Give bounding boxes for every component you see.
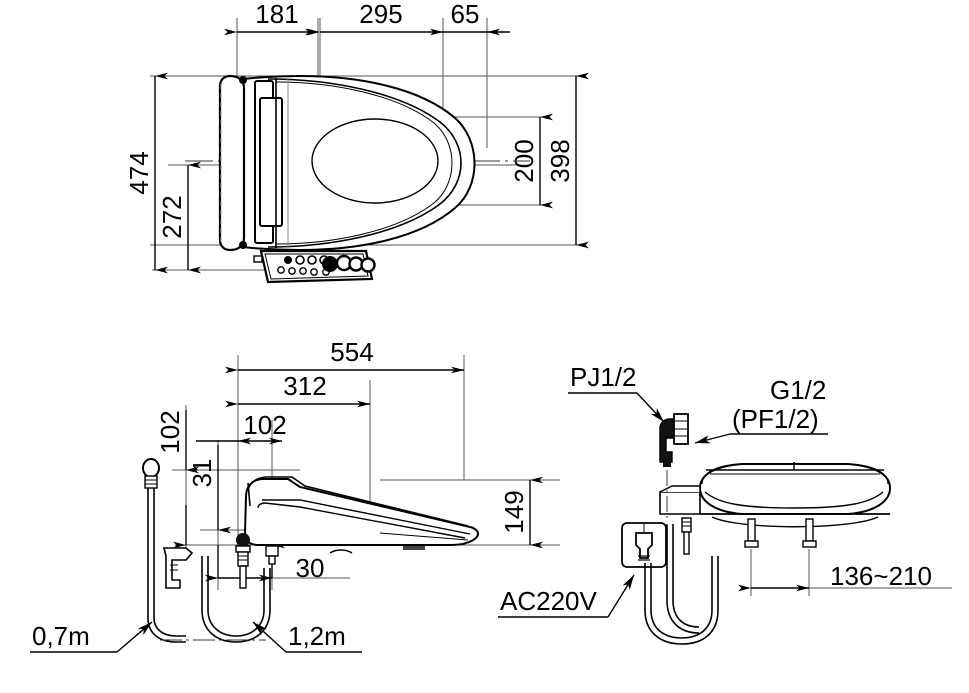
dim-181: 181 (255, 0, 298, 29)
power-cord-1-2m (201, 556, 271, 643)
label-power-supply: AC220V (500, 586, 597, 616)
power-cord-connector (265, 545, 279, 565)
panel-button-3[interactable] (307, 255, 317, 265)
pj-elbow-fitting (659, 413, 689, 520)
rear-water-hose (666, 524, 700, 634)
label-power-cord-length: 1,2m (288, 621, 346, 651)
dim-272: 272 (157, 195, 187, 238)
label-g-thread: G1/2 (770, 375, 826, 405)
panel-button-1[interactable] (284, 256, 292, 264)
side-bracket-curve (329, 549, 353, 554)
panel-knob-main[interactable] (322, 256, 338, 272)
pj-label-leader (568, 392, 665, 423)
side-view-product (235, 476, 479, 589)
hose-assembly (147, 478, 271, 643)
rear-view-product (659, 462, 892, 555)
wall-outlet (621, 522, 667, 568)
dim-bolt-spacing: 136~210 (830, 561, 932, 591)
seat-rim-outline (267, 78, 462, 248)
panel-button-8[interactable] (310, 268, 318, 276)
rear-view: PJ1/2 G1/2 (PF1/2) AC220V (498, 362, 952, 645)
dim-31: 31 (187, 459, 217, 488)
dim-554: 554 (330, 337, 373, 367)
top-view-vertical-dims (154, 72, 589, 274)
power-cord-1-2m-edge (207, 556, 265, 637)
seat-rim-inner (275, 81, 453, 245)
side-seat-line (257, 502, 466, 539)
dim-65: 65 (451, 0, 480, 29)
label-pf-thread: (PF1/2) (732, 404, 819, 434)
top-view-product (218, 74, 476, 284)
rear-power-cord (644, 556, 719, 645)
dim-102-vertical: 102 (155, 410, 185, 453)
ac-label-leader (498, 574, 635, 618)
water-hose-0-7m-edge (153, 478, 186, 637)
side-view-horizontal-dims (196, 366, 464, 582)
hose-label-leaders (30, 621, 362, 653)
side-lid-seam (262, 499, 471, 535)
hinge-left-dot (239, 76, 247, 84)
side-foot-pad (403, 546, 425, 550)
control-panel (253, 249, 376, 284)
rear-water-connector (681, 517, 692, 555)
dim-295: 295 (359, 0, 402, 29)
side-lid-top (247, 476, 469, 527)
panel-button-7[interactable] (299, 267, 307, 275)
rear-side-plate-top (659, 485, 701, 493)
panel-button-6[interactable] (288, 267, 296, 275)
body-housing (218, 74, 246, 252)
panel-knob-4[interactable] (360, 257, 376, 273)
dim-149: 149 (499, 490, 529, 533)
hose-end-fitting (142, 458, 160, 489)
control-panel-inner (264, 253, 369, 280)
rear-body-top-curve (701, 463, 889, 485)
water-hose-0-7m (147, 478, 186, 643)
label-pj-thread: PJ1/2 (570, 362, 637, 392)
mounting-bolt-right (802, 518, 817, 548)
dim-474: 474 (124, 151, 154, 194)
seat-opening (311, 118, 439, 204)
side-view-power-plug (162, 547, 194, 589)
side-seat-under (379, 532, 469, 541)
water-inlet-collar (235, 545, 251, 553)
dim-102-horizontal: 102 (243, 410, 286, 440)
plug-body (635, 532, 653, 559)
panel-button-2[interactable] (295, 255, 305, 265)
rear-underside (711, 516, 879, 528)
water-hose-connector (237, 551, 249, 589)
rear-body-lower-curve (704, 491, 884, 509)
water-inlet-knob (236, 533, 250, 547)
side-view: 554 312 102 30 102 31 149 (30, 337, 560, 653)
hinge-right-dot (239, 241, 247, 249)
panel-side-tab (253, 255, 263, 263)
g-label-leader (694, 433, 828, 444)
dim-398: 398 (545, 139, 575, 182)
label-water-hose-length: 0,7m (32, 621, 90, 651)
panel-button-5[interactable] (277, 266, 285, 274)
dim-30: 30 (296, 553, 325, 583)
top-view: 181 295 65 474 272 200 398 (124, 0, 589, 284)
dim-312: 312 (283, 371, 326, 401)
mounting-bolt-left (744, 518, 759, 548)
rear-side-plate (659, 491, 701, 515)
side-front-edge (247, 482, 251, 507)
rear-body-outline (698, 463, 892, 515)
lid-panel-inset (259, 97, 283, 227)
